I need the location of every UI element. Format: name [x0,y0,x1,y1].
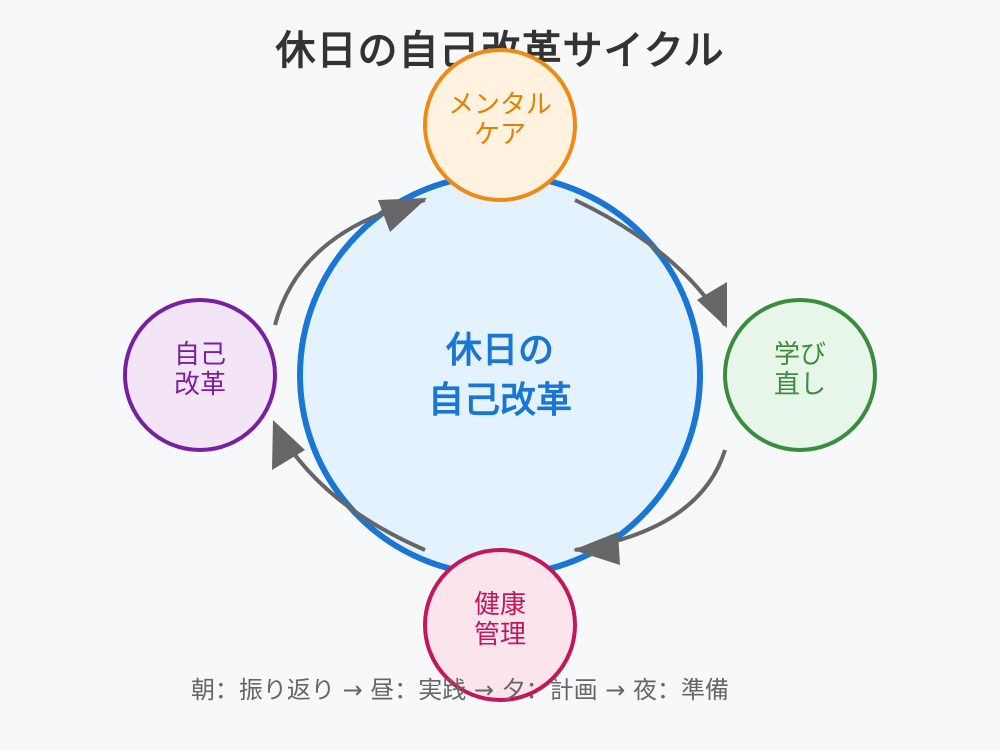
node-self-reform: 自己 改革 [123,298,277,452]
node-learning-line1: 学び [774,340,826,370]
node-self-reform-line1: 自己 [174,340,226,370]
node-learning: 学び 直し [723,298,877,452]
cycle-arrows [272,198,727,565]
arrowhead-reform-to-mental [378,198,427,232]
node-health-line2: 管理 [474,620,526,650]
node-health-circle [423,548,577,702]
arrowhead-health-to-reform [272,420,305,470]
node-mental-care: メンタル ケア [423,48,577,202]
arrowhead-mental-to-learning [697,282,727,328]
node-health-line1: 健康 [474,590,526,620]
schedule-caption: 朝：振り返り → 昼：実践 → 夕：計画 → 夜：準備 [190,676,730,704]
node-mental-care-line2: ケア [474,120,526,150]
node-learning-line2: 直し [774,370,826,400]
center-label-line1: 休日の [445,330,554,371]
node-learning-circle [723,298,877,452]
arrowhead-learning-to-health [573,532,620,565]
node-self-reform-circle [123,298,277,452]
node-self-reform-line2: 改革 [174,370,226,400]
node-health: 健康 管理 [423,548,577,702]
node-mental-care-line1: メンタル [448,90,552,120]
node-mental-care-circle [423,48,577,202]
center-label-line2: 自己改革 [428,380,572,421]
